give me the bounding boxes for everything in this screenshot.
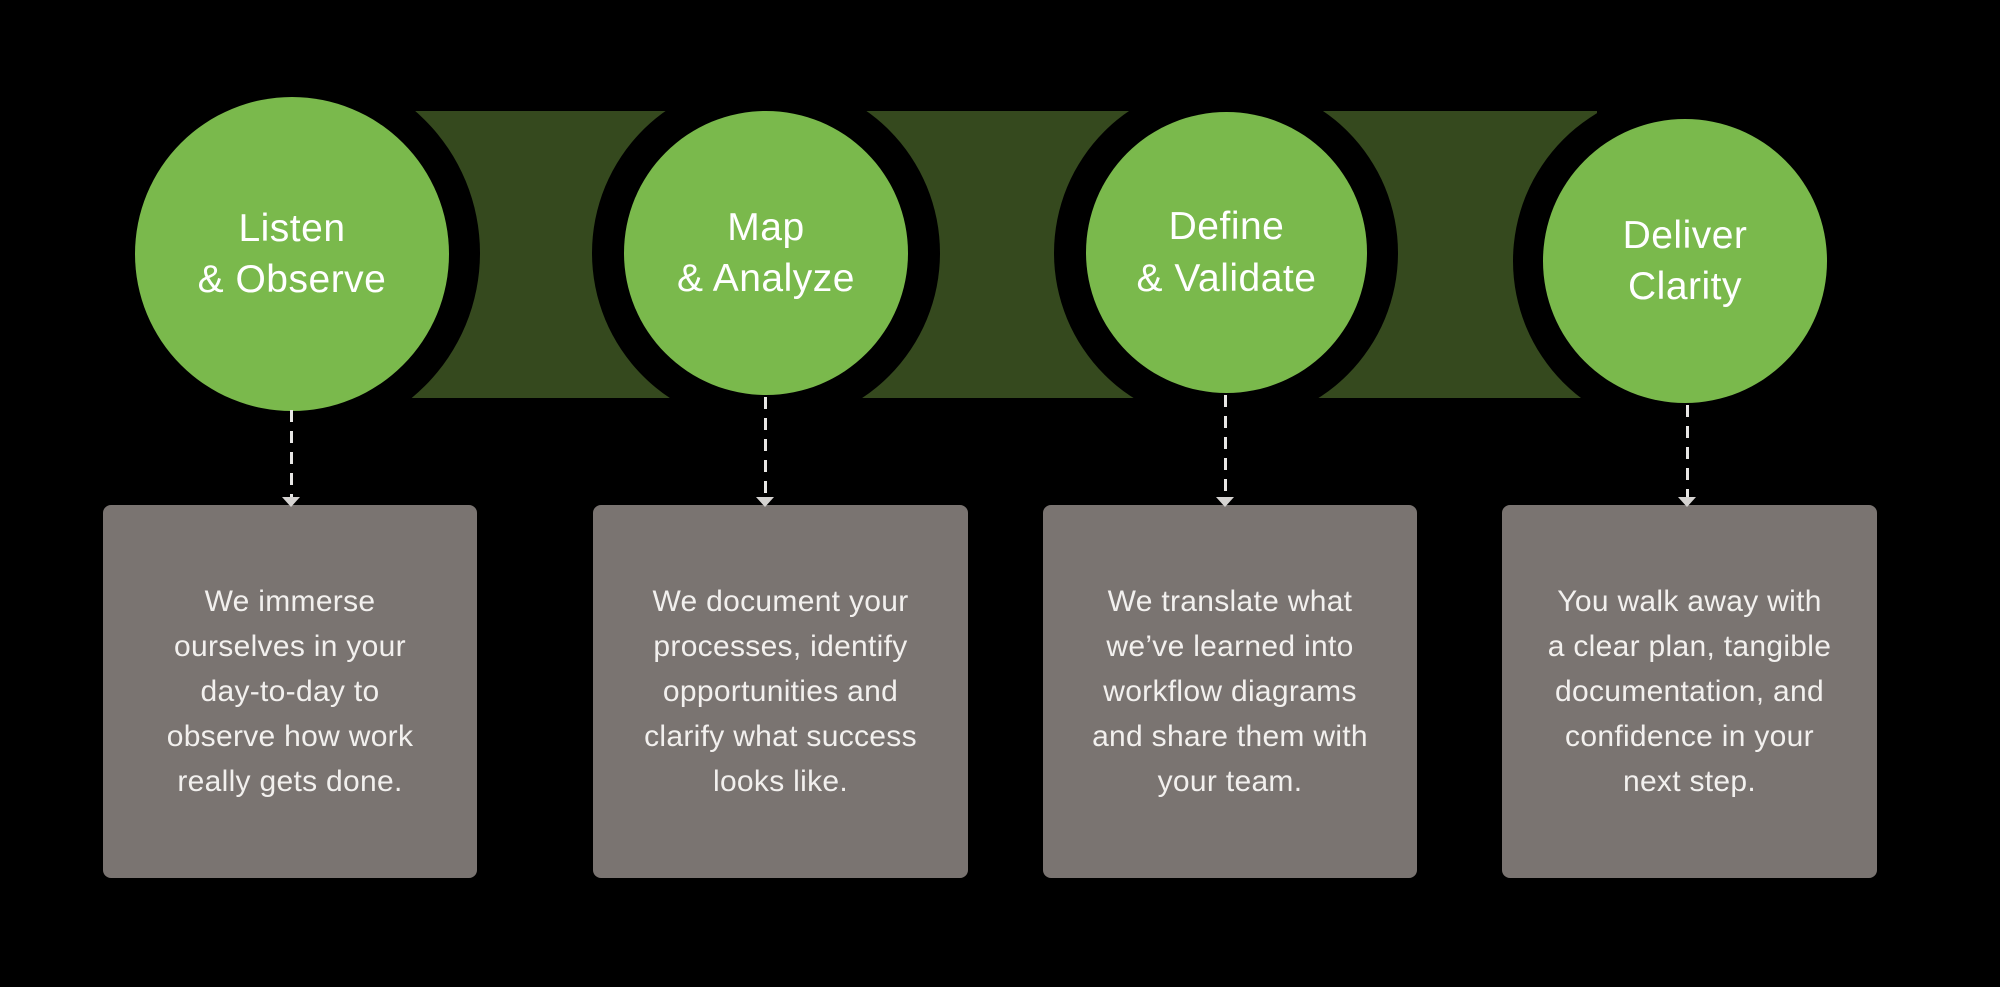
dashed-connector bbox=[1224, 395, 1227, 500]
step-circle-listen-observe: Listen & Observe bbox=[135, 97, 449, 411]
step-circle-deliver-clarity: Deliver Clarity bbox=[1543, 119, 1827, 403]
step-circle-label: Deliver Clarity bbox=[1622, 213, 1748, 308]
step-circle-label: Listen & Observe bbox=[197, 206, 387, 301]
description-box-map-analyze: We document your processes, identify opp… bbox=[593, 505, 968, 878]
step-circle-map-analyze: Map & Analyze bbox=[624, 111, 908, 395]
connector-arrowhead-icon bbox=[1216, 497, 1234, 507]
connector-arrowhead-icon bbox=[756, 497, 774, 507]
process-band bbox=[390, 111, 1597, 398]
description-text: We document your processes, identify opp… bbox=[644, 585, 917, 798]
step-circle-define-validate: Define & Validate bbox=[1086, 112, 1367, 393]
description-text: We translate what we’ve learned into wor… bbox=[1092, 585, 1368, 798]
step-circle-label: Define & Validate bbox=[1136, 205, 1317, 300]
dashed-connector bbox=[1686, 405, 1689, 500]
description-text: We immerse ourselves in your day-to-day … bbox=[166, 585, 414, 798]
connector-arrowhead-icon bbox=[1678, 497, 1696, 507]
description-text: You walk away with a clear plan, tangibl… bbox=[1547, 585, 1832, 798]
dashed-connector bbox=[290, 410, 293, 500]
description-box-define-validate: We translate what we’ve learned into wor… bbox=[1043, 505, 1417, 878]
step-circle-label: Map & Analyze bbox=[677, 205, 855, 300]
description-box-deliver-clarity: You walk away with a clear plan, tangibl… bbox=[1502, 505, 1877, 878]
description-box-listen-observe: We immerse ourselves in your day-to-day … bbox=[103, 505, 477, 878]
connector-arrowhead-icon bbox=[282, 497, 300, 507]
dashed-connector bbox=[764, 397, 767, 500]
